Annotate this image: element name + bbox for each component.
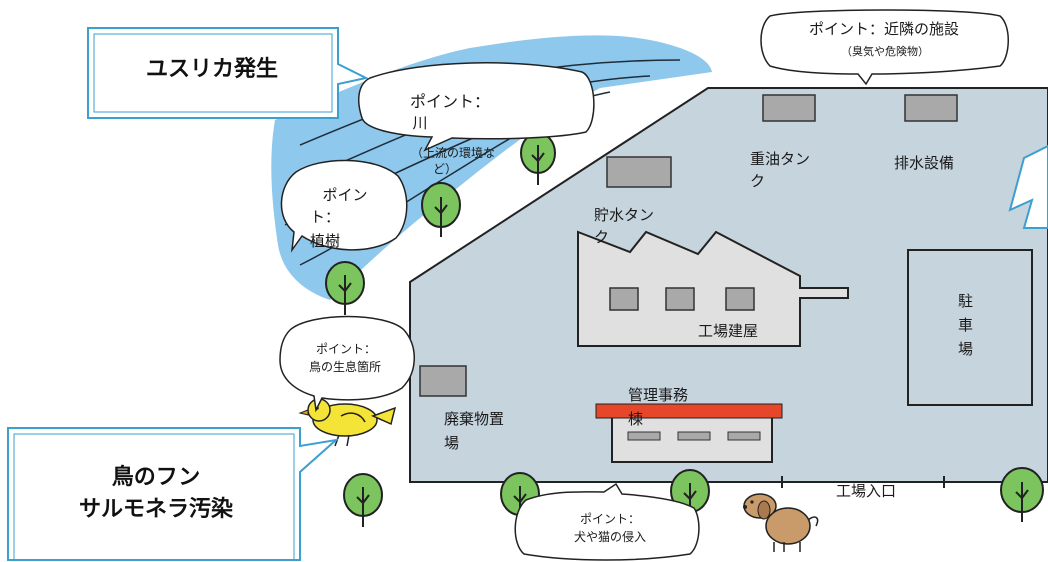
water-tank-label2: ク xyxy=(594,228,610,246)
factory-building-label: 工場建屋 xyxy=(698,322,759,340)
nearby-facility-point-line2: （臭気や危険物） xyxy=(841,45,929,58)
river-point-name: 川 xyxy=(412,114,428,132)
bird-habitat-point-line1: ポイント： xyxy=(315,342,376,356)
drainage-box xyxy=(904,94,958,122)
river-point-sub2: ど） xyxy=(432,162,457,176)
yusurika-callout xyxy=(87,27,369,119)
parking-label2: 車 xyxy=(958,316,974,334)
waste-box xyxy=(419,365,467,397)
water-tank-label1: 貯水タン xyxy=(594,206,655,224)
admin-window xyxy=(677,431,711,441)
factory-window xyxy=(609,287,639,311)
yusurika-label: ユスリカ発生 xyxy=(145,57,278,82)
dog-icon xyxy=(743,493,819,552)
tree-icon xyxy=(670,469,710,523)
water-tank-box xyxy=(606,156,672,188)
waste-label1: 廃棄物置 xyxy=(444,410,505,428)
admin-label2: 棟 xyxy=(628,410,644,428)
factory-window xyxy=(725,287,755,311)
salmonella-label: サルモネラ汚染 xyxy=(78,497,233,522)
admin-roof xyxy=(595,403,783,419)
river-point-bubble xyxy=(357,62,595,152)
factory-building xyxy=(577,230,849,347)
planting-point-line3: 植樹 xyxy=(309,232,340,250)
admin-window xyxy=(727,431,761,441)
planting-point-bubble xyxy=(280,159,408,253)
bird-habitat-point-line2: 鳥の生息箇所 xyxy=(308,360,381,374)
tree-icon xyxy=(421,182,461,237)
admin-window xyxy=(627,431,661,441)
parking-label1: 駐 xyxy=(958,292,974,310)
intrusion-point-line2: 犬や猫の侵入 xyxy=(573,530,646,544)
bird-salmonella-callout xyxy=(7,427,340,561)
drainage-label: 排水設備 xyxy=(894,154,955,172)
river-point-sub1: （上流の環境な xyxy=(410,146,495,160)
waste-label2: 場 xyxy=(444,434,460,452)
intrusion-point-line1: ポイント： xyxy=(579,512,640,526)
factory-window xyxy=(665,287,695,311)
entrance-label: 工場入口 xyxy=(836,482,897,500)
tree-icon xyxy=(1000,467,1044,522)
parking-area xyxy=(907,249,1033,406)
intrusion-point-bubble xyxy=(514,482,700,561)
admin-label1: 管理事務 xyxy=(628,386,689,404)
nearby-facility-point-line1: ポイント：近隣の施設 xyxy=(808,20,959,38)
river-point-title: ポイント： xyxy=(409,92,490,111)
heavy-oil-tank-label1: 重油タン xyxy=(750,150,811,168)
planting-point-line1: ポイン xyxy=(322,186,368,204)
parking-label3: 場 xyxy=(958,340,974,358)
planting-point-line2: ト： xyxy=(309,208,340,226)
bird-droppings-label: 鳥のフン xyxy=(111,465,201,490)
heavy-oil-tank-box xyxy=(762,94,816,122)
tree-icon xyxy=(343,473,383,527)
tree-icon xyxy=(520,132,556,185)
heavy-oil-tank-label2: ク xyxy=(750,172,766,190)
bird-habitat-point-bubble xyxy=(279,315,415,413)
nearby-facility-point-bubble xyxy=(760,9,1009,86)
tree-icon xyxy=(325,261,365,315)
bird-icon xyxy=(298,398,397,447)
right-edge-callout-fragment xyxy=(1008,144,1048,229)
